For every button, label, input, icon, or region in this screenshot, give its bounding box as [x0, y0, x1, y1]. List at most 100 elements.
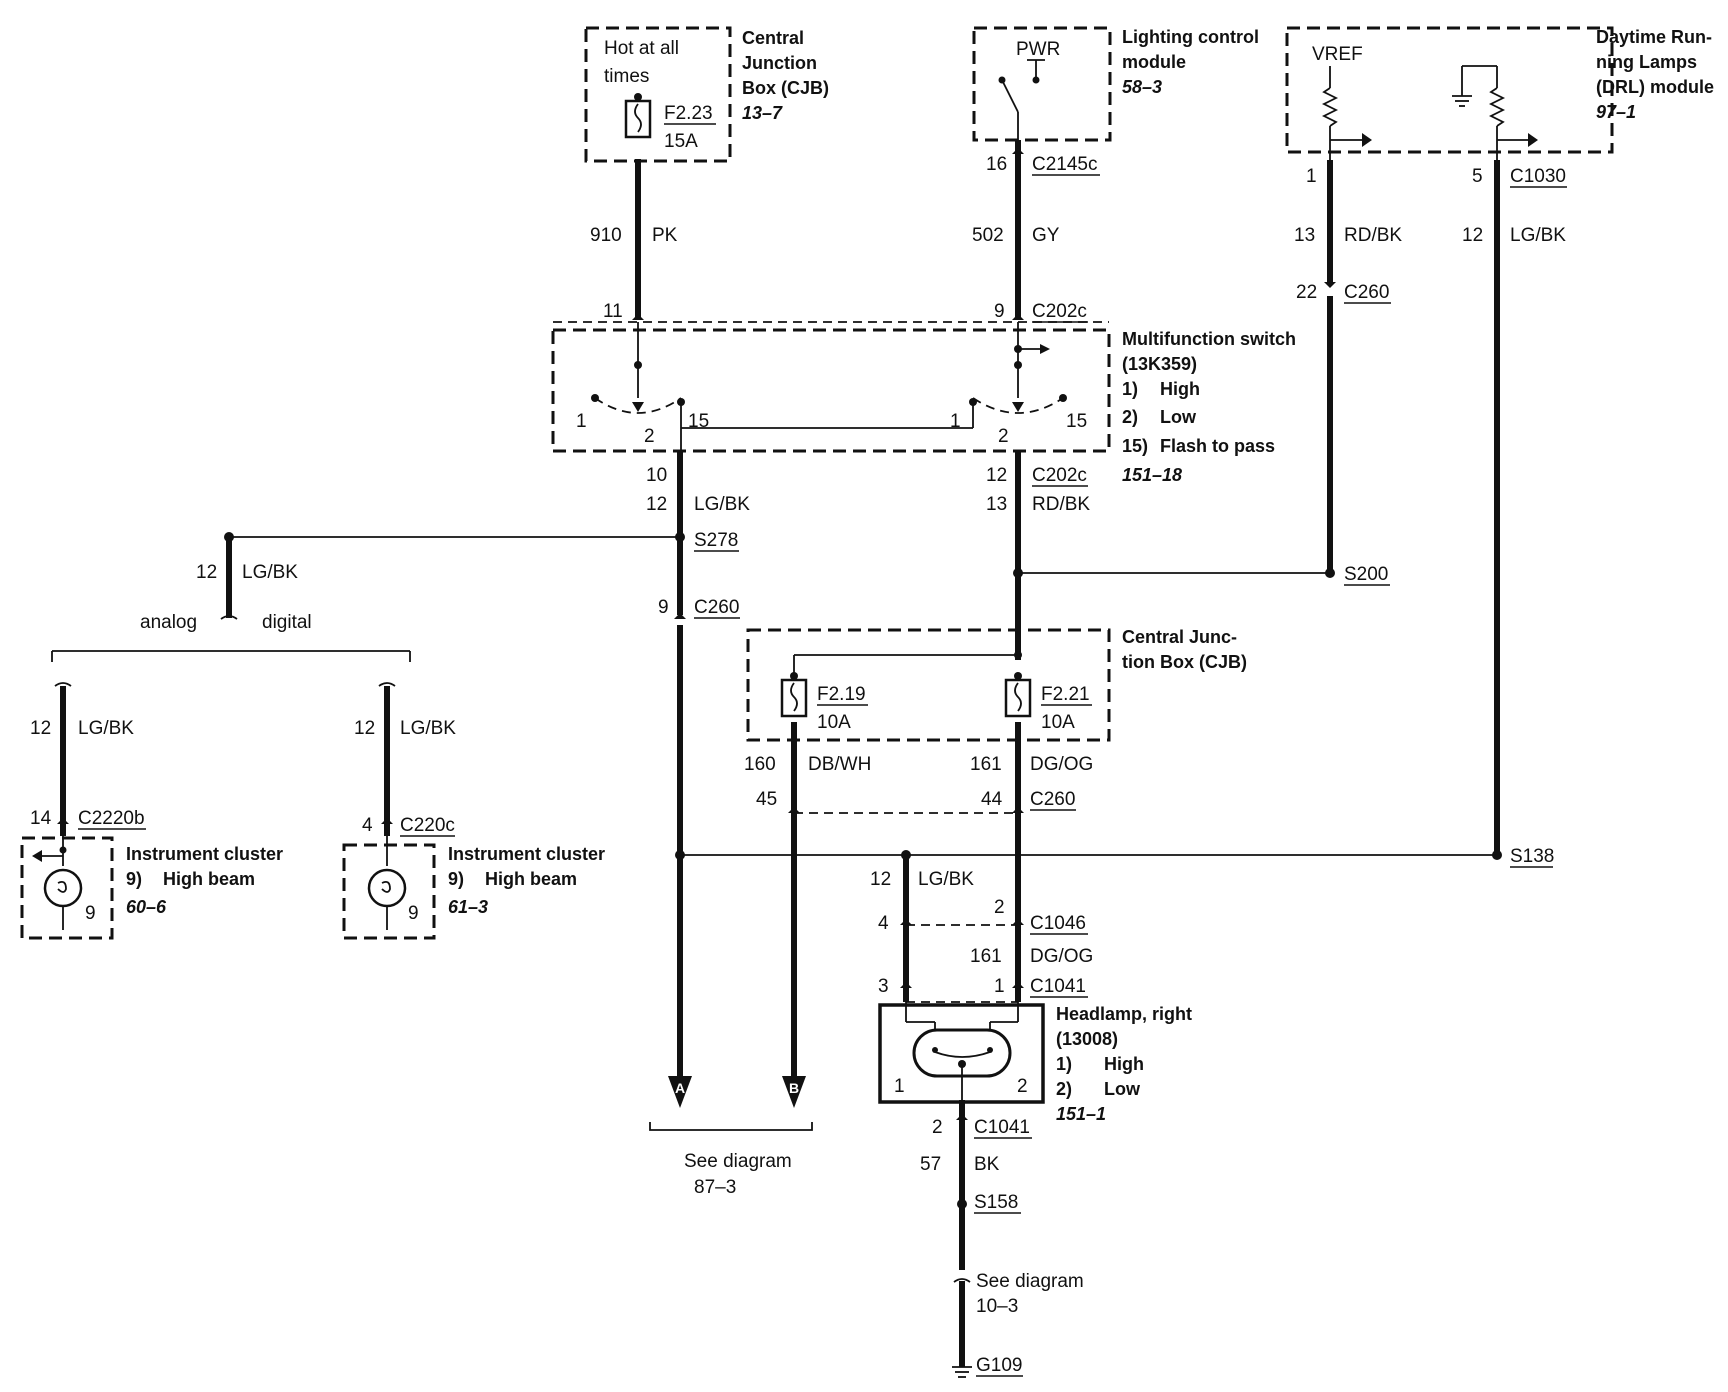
- see-diagram-87-3-line2: 87–3: [694, 1177, 736, 1198]
- headlamp-item-2: Low: [1104, 1079, 1141, 1099]
- switch-pin-1-right: 1: [950, 411, 961, 432]
- c202c-top: C202c: [1032, 301, 1087, 322]
- pin-9-top: 9: [994, 301, 1005, 322]
- pin-45: 45: [756, 789, 777, 810]
- headlamp-pin-1: 1: [894, 1076, 905, 1097]
- c1041-bottom: C1041: [974, 1117, 1030, 1138]
- cjb-mid-title-1: Central Junc-: [1122, 627, 1237, 647]
- cjb-top-title-1: Central: [742, 28, 804, 48]
- ic2-connector: C220c: [400, 815, 455, 836]
- cluster-1-ref: 60–6: [126, 897, 167, 917]
- lighting-control-module: PWR Lighting control module 58–3: [972, 26, 1259, 142]
- dgog2-circuit: 161: [970, 946, 1002, 967]
- bk-color: BK: [974, 1154, 1000, 1175]
- headlamp-item-2-num: 2): [1056, 1079, 1072, 1099]
- continuation-arrows: A B See diagram 87–3: [649, 1076, 813, 1198]
- pin-9-c260: 9: [658, 597, 669, 618]
- s138-label: S138: [1510, 846, 1554, 867]
- drl-lgbk-circuit: 12: [1462, 225, 1483, 246]
- lcm-pwr-label: PWR: [1016, 39, 1060, 60]
- cluster-2-title: Instrument cluster: [448, 844, 605, 864]
- s158-label: S158: [974, 1192, 1018, 1213]
- rdbk-color-mid: RD/BK: [1032, 494, 1090, 515]
- fuse-f2-23-label: F2.23: [664, 103, 713, 124]
- wire-set: [60, 140, 1500, 1367]
- left-color: LG/BK: [242, 562, 298, 583]
- cjb-top: Hot at all times F2.23 15A Central Junct…: [584, 26, 829, 163]
- ic2-pin: 4: [362, 815, 373, 836]
- dgog-color: DG/OG: [1030, 754, 1093, 775]
- ic1-circuit: 12: [30, 718, 51, 739]
- switch-title-2: (13K359): [1122, 354, 1197, 374]
- cjb-top-title-3: Box (CJB): [742, 78, 829, 98]
- fuse-f2-21-rating: 10A: [1041, 712, 1075, 733]
- bk-circuit: 57: [920, 1154, 941, 1175]
- pin-4-c1046: 4: [878, 913, 889, 934]
- pin-2-c1041: 2: [932, 1117, 943, 1138]
- cluster-2-ref: 61–3: [448, 897, 488, 917]
- drl-lgbk-color: LG/BK: [1510, 225, 1566, 246]
- fuse-f2-19-rating: 10A: [817, 712, 851, 733]
- switch-item-2-num: 2): [1122, 407, 1138, 427]
- ic2-circuit: 12: [354, 718, 375, 739]
- break-marks: [54, 615, 971, 1283]
- switch-item-3-num: 15): [1122, 436, 1148, 456]
- switch-pin-15-right: 15: [1066, 411, 1087, 432]
- c260-mid: C260: [1030, 789, 1075, 810]
- pk-color: PK: [652, 225, 678, 246]
- lgbk-circuit-mid: 12: [646, 494, 667, 515]
- splice-dots: [224, 532, 1502, 1209]
- arrow-b-icon: [782, 1076, 806, 1108]
- analog-digital-branch: analog digital: [51, 612, 411, 662]
- drl-ref: 97–1: [1596, 102, 1636, 122]
- drl-pin-5: 5: [1472, 166, 1483, 187]
- drl-title-3: (DRL) module: [1596, 77, 1714, 97]
- switch-pin-2-left: 2: [644, 426, 655, 447]
- switch-title-1: Multifunction switch: [1122, 329, 1296, 349]
- see-diagram-10-3-line1: See diagram: [976, 1271, 1084, 1292]
- cjb-mid-title-2: tion Box (CJB): [1122, 652, 1247, 672]
- lgbk-color-mid: LG/BK: [694, 494, 750, 515]
- drl-title-1: Daytime Run-: [1596, 27, 1712, 47]
- fuse-f2-21-label: F2.21: [1041, 684, 1090, 705]
- pin-1-c1041: 1: [994, 976, 1005, 997]
- cjb-top-ref: 13–7: [742, 103, 783, 123]
- digital-label: digital: [262, 612, 312, 633]
- headlamp-item-1-num: 1): [1056, 1054, 1072, 1074]
- switch-pin-2-right: 2: [998, 426, 1009, 447]
- pin-11: 11: [603, 301, 623, 322]
- c260-left: C260: [694, 597, 739, 618]
- wire-labels: 910 PK 11 16 C2145c 502 GY 9 C202c 1 5 C…: [30, 154, 1567, 1214]
- switch-ref: 151–18: [1122, 465, 1182, 485]
- c1041-top: C1041: [1030, 976, 1086, 997]
- c1046-label: C1046: [1030, 913, 1086, 934]
- fuse-f2-19-label: F2.19: [817, 684, 866, 705]
- dbwh-color: DB/WH: [808, 754, 871, 775]
- drl-pin-1: 1: [1306, 166, 1317, 187]
- hl-lgbk-circuit: 12: [870, 869, 891, 890]
- switch-pin-1-left: 1: [576, 411, 587, 432]
- instrument-cluster-2: 9 Instrument cluster 9) High beam 61–3: [342, 836, 605, 940]
- switch-item-3: Flash to pass: [1160, 436, 1275, 456]
- lcm-ref: 58–3: [1122, 77, 1162, 97]
- arrow-b-label: B: [789, 1080, 799, 1096]
- bulb-icon: [43, 868, 83, 908]
- dgog-circuit: 161: [970, 754, 1002, 775]
- switch-item-1-num: 1): [1122, 379, 1138, 399]
- dbwh-circuit: 160: [744, 754, 776, 775]
- hl-lgbk-color: LG/BK: [918, 869, 974, 890]
- switch-pin-15-left: 15: [688, 411, 709, 432]
- headlamp-ref: 151–1: [1056, 1104, 1106, 1124]
- switch-item-2: Low: [1160, 407, 1197, 427]
- ic2-color: LG/BK: [400, 718, 456, 739]
- ic1-color: LG/BK: [78, 718, 134, 739]
- multifunction-switch: 1 2 15 1 2 15 Multifunction switch (13K3…: [551, 321, 1296, 485]
- c260-22-connector: C260: [1344, 282, 1389, 303]
- drl-rdbk-circuit: 13: [1294, 225, 1315, 246]
- lcm-title-2: module: [1122, 52, 1186, 72]
- cjb-top-hot-label-2: times: [604, 66, 649, 87]
- drl-title-2: ning Lamps: [1596, 52, 1697, 72]
- gy-color: GY: [1032, 225, 1060, 246]
- dgog2-color: DG/OG: [1030, 946, 1093, 967]
